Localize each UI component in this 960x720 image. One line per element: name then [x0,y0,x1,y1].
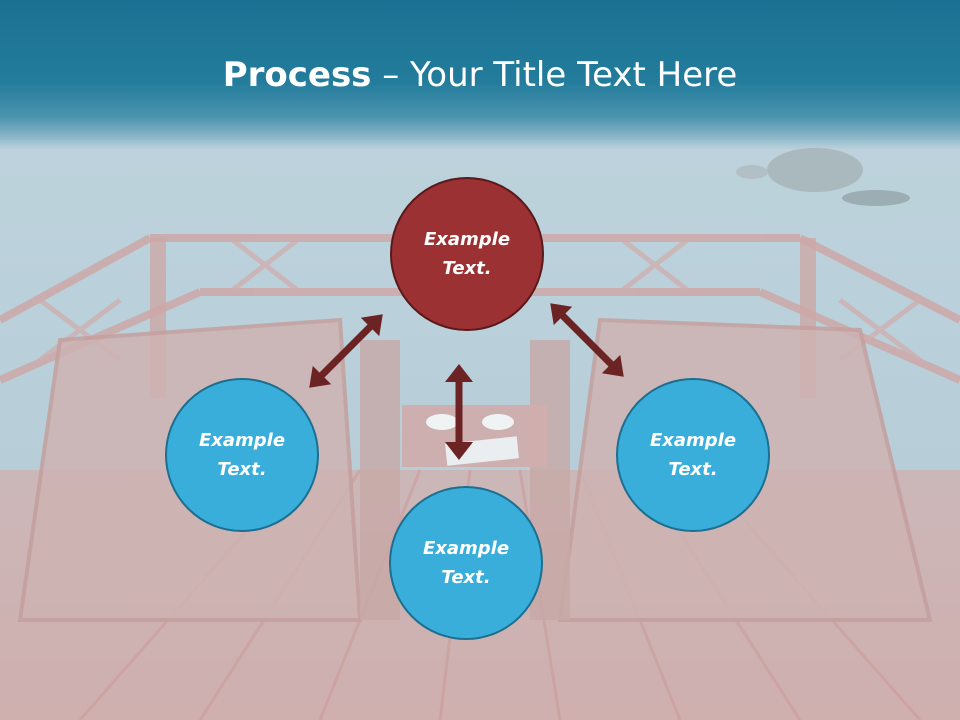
cup [426,414,458,430]
process-node-bottom: Example Text. [389,486,543,640]
node-right-text: Example Text. [649,430,737,480]
slide-title: Process – Your Title Text Here [0,52,960,98]
rock [736,165,768,179]
node-bottom-text: Example Text. [422,538,510,588]
cup [482,414,514,430]
rock [767,148,863,192]
node-top-text: Example Text. [423,229,511,279]
title-band [0,0,960,150]
title-rest: – Your Title Text Here [371,55,738,95]
process-node-right: Example Text. [616,378,770,532]
process-node-left: Example Text. [165,378,319,532]
title-bold: Process [222,55,372,95]
node-left-text: Example Text. [198,430,286,480]
process-node-top: Example Text. [390,177,544,331]
rock [842,190,910,206]
